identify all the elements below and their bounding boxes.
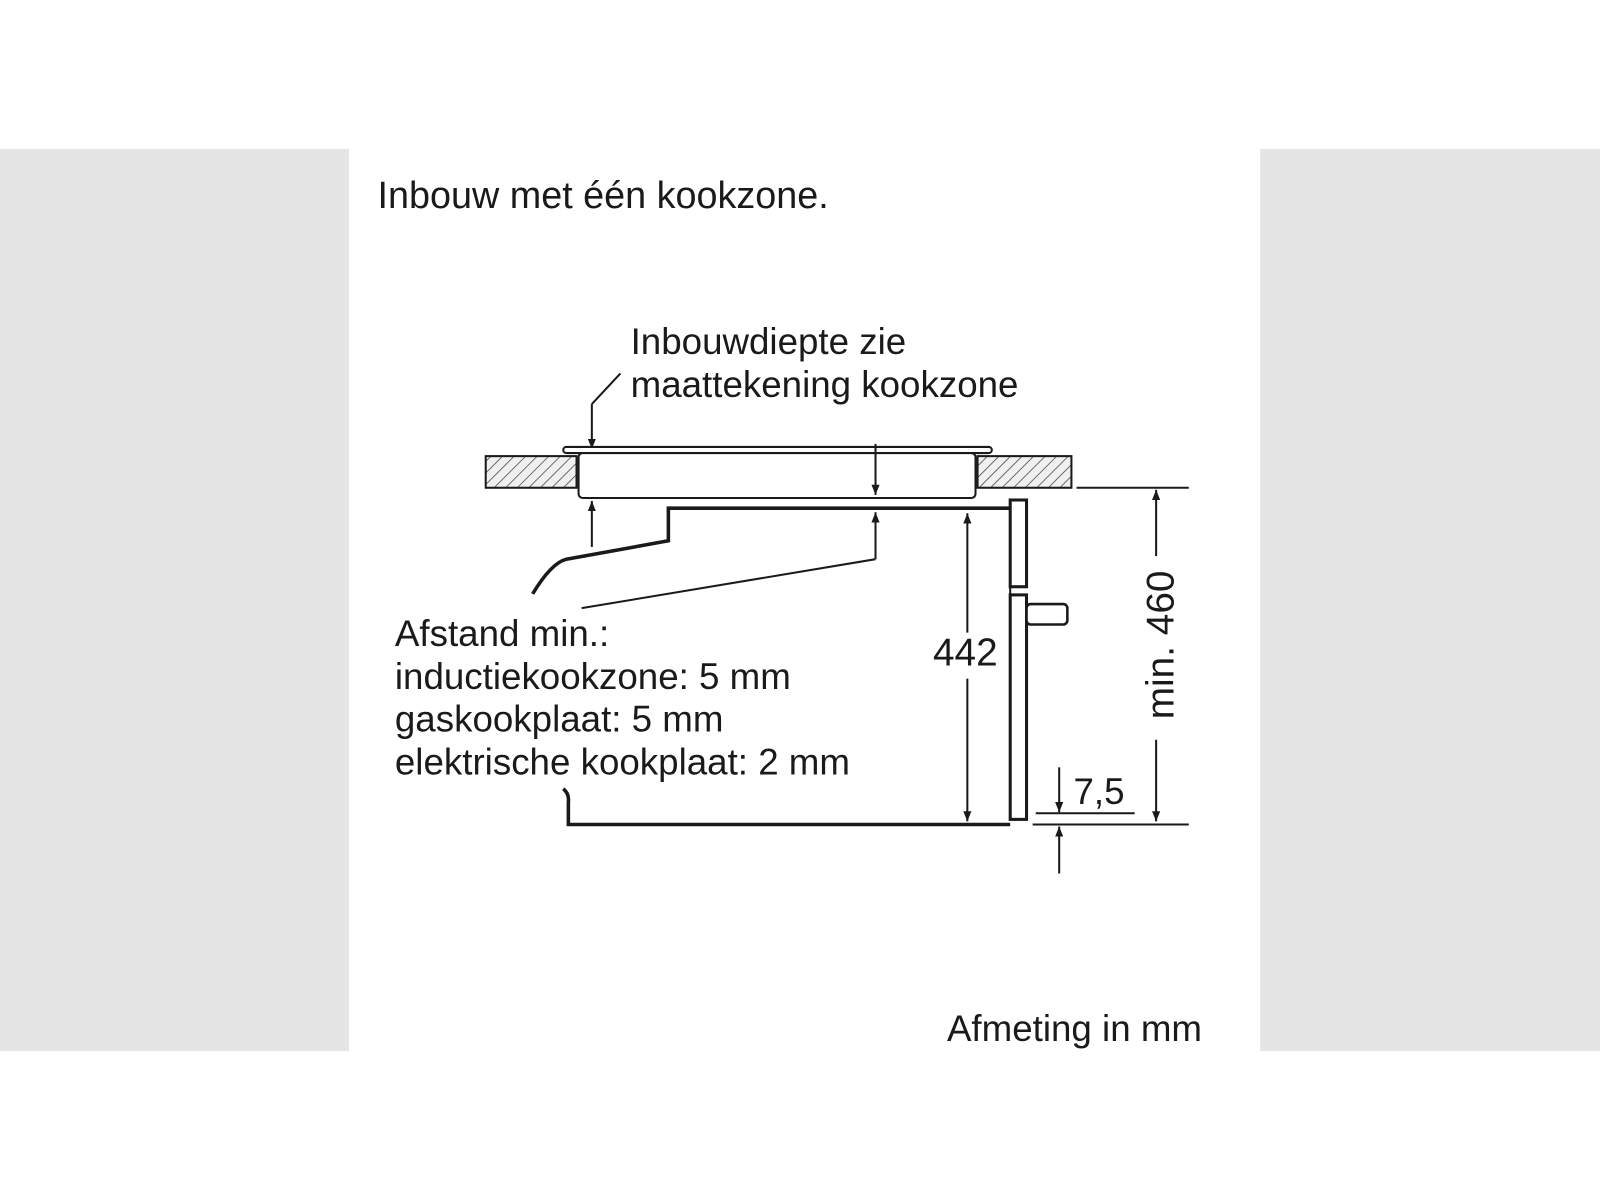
dimension-7-5: 7,5 [1035, 767, 1135, 874]
dimension-7-5-label: 7,5 [1073, 771, 1124, 812]
distance-note: Afstand min.: inductiekookzone: 5 mm gas… [395, 613, 850, 783]
distance-note-line-4: elektrische kookplaat: 2 mm [395, 741, 850, 782]
depth-leader [587, 372, 622, 449]
dimension-460-label: min. 460 [1139, 571, 1182, 720]
depth-note-line-2: maattekening kookzone [631, 364, 1019, 405]
dimension-442-label: 442 [933, 631, 998, 674]
worktop [484, 455, 1073, 489]
distance-note-line-1: Afstand min.: [395, 613, 609, 654]
distance-note-line-3: gaskookplaat: 5 mm [395, 699, 724, 740]
dimension-442: 442 [933, 513, 998, 822]
diagram-panel [348, 148, 1261, 1052]
depth-note-line-1: Inbouwdiepte zie [631, 321, 907, 362]
dimension-460: min. 460 [1032, 486, 1189, 826]
diagram-title: Inbouw met één kookzone. [378, 174, 829, 216]
units-footer: Afmeting in mm [947, 1008, 1202, 1049]
clearance-arrows [581, 443, 880, 610]
oven [531, 498, 1069, 827]
cooktop [562, 445, 993, 499]
distance-note-line-2: inductiekookzone: 5 mm [395, 656, 791, 697]
